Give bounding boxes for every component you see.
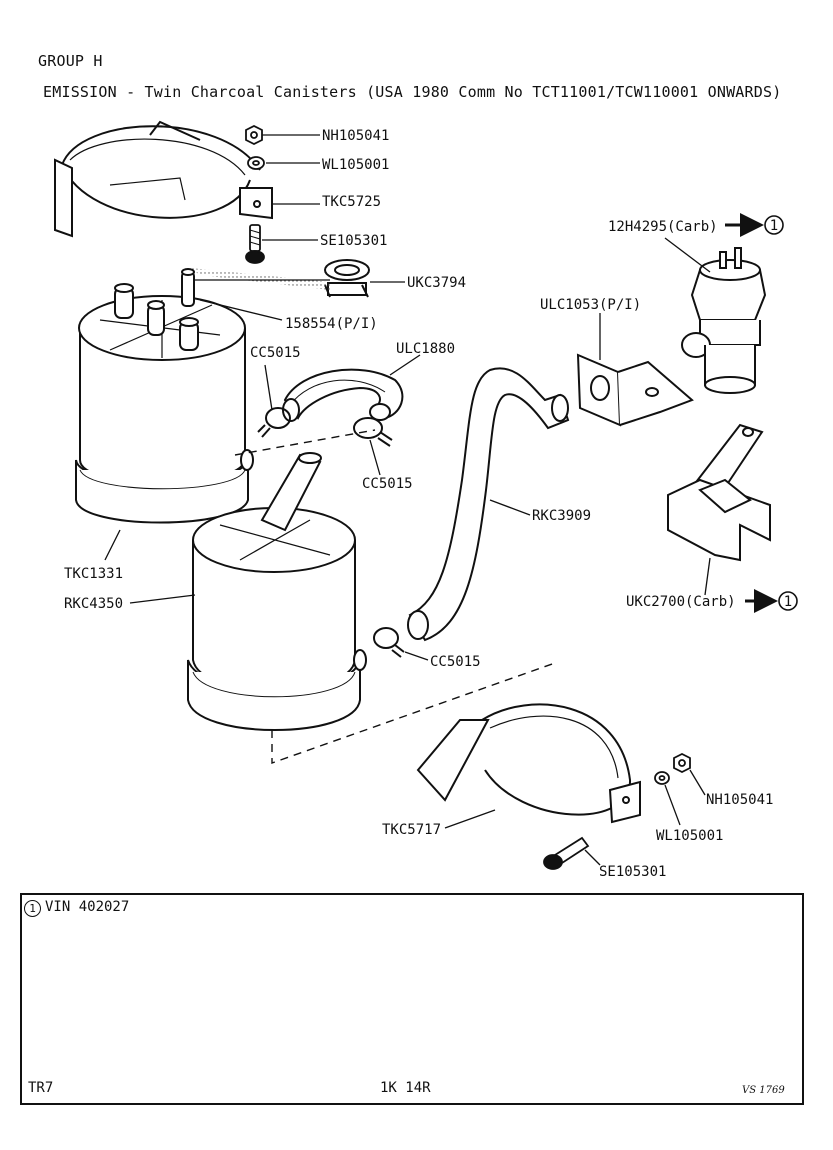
leader-lines [104, 134, 711, 866]
clamp-bottom-drawing [416, 703, 641, 824]
dotted-fan-lines [190, 268, 330, 290]
label-nut-top: NH105041 [322, 128, 389, 144]
footer-page-ref: 1K 14R [380, 1080, 431, 1096]
label-clip-a: CC5015 [250, 345, 301, 361]
nut-bottom-icon [673, 752, 691, 774]
label-nut-bottom: NH105041 [706, 792, 773, 808]
label-washer-bottom: WL105001 [656, 828, 723, 844]
ref-mark-bracket: 1 [784, 594, 792, 610]
label-hose-long: RKC3909 [532, 508, 591, 524]
carb-reference-arrows: 1 1 [725, 213, 798, 613]
canister-bottom-drawing [187, 452, 367, 731]
hose-clip-top-icon [324, 259, 370, 298]
clamp-top-drawing [54, 120, 273, 238]
alignment-dashed-line [271, 662, 556, 764]
screw-top-icon [245, 224, 265, 264]
hose-long-drawing [407, 367, 570, 642]
screw-bottom-icon [543, 836, 590, 870]
valve-drawing [681, 247, 767, 394]
canister-top-drawing [75, 268, 254, 524]
ref-mark-valve: 1 [770, 218, 778, 234]
label-washer-top: WL105001 [322, 157, 389, 173]
footer-signature: VS 1769 [742, 1085, 785, 1096]
bracket-b-drawing [667, 423, 771, 562]
nut-top-icon [245, 124, 263, 146]
group-heading: GROUP H [38, 52, 103, 70]
label-bracket-b: UKC2700(Carb) [626, 594, 736, 610]
footer-model: TR7 [28, 1080, 54, 1096]
alignment-dashed-line-2 [234, 429, 376, 456]
page-title: EMISSION - Twin Charcoal Canisters (USA … [43, 83, 782, 101]
clip-a-icon [257, 407, 291, 438]
label-valve: 12H4295(Carb) [608, 219, 718, 235]
label-pipe-top: 158554(P/I) [285, 316, 378, 332]
clip-b-icon [353, 417, 393, 447]
label-clamp-bottom: TKC5717 [382, 822, 441, 838]
washer-bottom-icon [654, 771, 670, 785]
label-clamp-top: TKC5725 [322, 194, 381, 210]
hose-short-drawing [282, 368, 404, 422]
label-hose-short: ULC1880 [396, 341, 455, 357]
label-screw-bottom: SE105301 [599, 864, 666, 880]
label-clip-c: CC5015 [430, 654, 481, 670]
label-canister-bottom: RKC4350 [64, 596, 123, 612]
clip-c-icon [373, 627, 405, 658]
washer-top-icon [247, 156, 265, 170]
label-hose-clip-top: UKC3794 [407, 275, 466, 291]
note-marker: 1 [24, 900, 41, 917]
label-clip-b: CC5015 [362, 476, 413, 492]
label-bracket-a: ULC1053(P/I) [540, 297, 641, 313]
label-screw-top: SE105301 [320, 233, 387, 249]
bracket-a-drawing [576, 353, 694, 427]
notes-box [20, 893, 804, 1105]
note-text: VIN 402027 [45, 899, 130, 915]
label-canister-top: TKC1331 [64, 566, 123, 582]
